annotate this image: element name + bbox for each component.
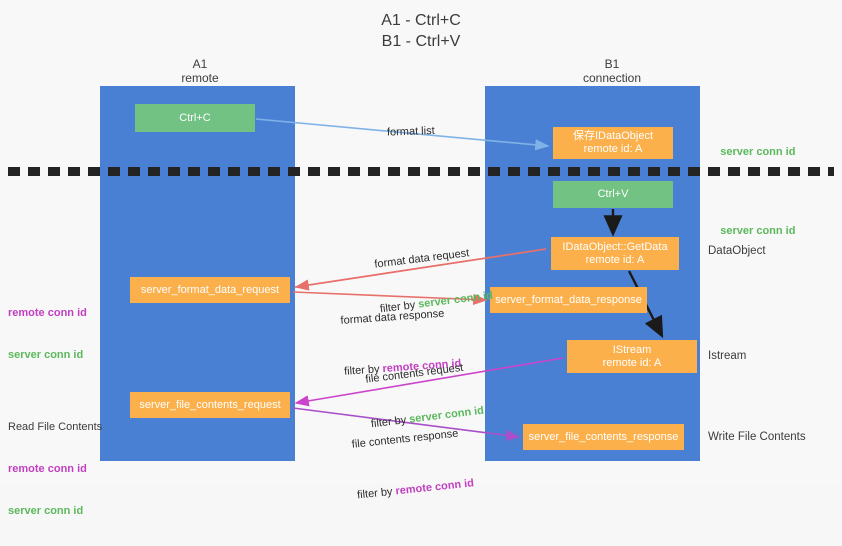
note-format-conn-ids: remote conn id server conn id [8, 278, 87, 390]
note-file-remote-conn-id: remote conn id [8, 463, 87, 475]
diagram-canvas: A1 - Ctrl+C B1 - Ctrl+V A1 remote B1 con… [8, 12, 834, 517]
box-save-idataobject-line1: 保存IDataObject [572, 130, 654, 142]
box-idataobject-getdata[interactable]: IDataObject::GetData remote id: A [551, 237, 679, 270]
box-istream-line2: remote id: A [602, 356, 662, 369]
phase-separator [8, 167, 834, 176]
filter-key-remote-conn-id: remote conn id [394, 477, 475, 498]
box-server-format-data-request-label: server_format_data_request [140, 283, 280, 296]
note-istream: Istream [708, 350, 747, 362]
box-istream[interactable]: IStream remote id: A [567, 340, 697, 373]
note-format-remote-conn-id: remote conn id [8, 307, 87, 319]
box-server-format-data-request[interactable]: server_format_data_request [130, 277, 290, 303]
arrow-label-file-contents-response: file contents response filter by remote … [348, 396, 478, 534]
page-title: A1 - Ctrl+C B1 - Ctrl+V [381, 12, 461, 50]
box-server-file-contents-response-label: server_file_contents_response [528, 430, 679, 443]
box-ctrl-v[interactable]: Ctrl+V [553, 181, 673, 208]
note-dataobject: DataObject [708, 245, 766, 257]
box-save-idataobject[interactable]: 保存IDataObject remote id: A [553, 127, 673, 159]
box-server-format-data-response[interactable]: server_format_data_response [490, 287, 647, 313]
note-file-conn-ids: Read File Contents remote conn id server… [8, 392, 102, 546]
arrow-label-file-contents-request-line1: file contents request [364, 361, 464, 386]
box-getdata-line2: remote id: A [585, 253, 645, 266]
box-save-idataobject-line2: remote id: A [583, 143, 643, 155]
box-ctrl-c-label: Ctrl+C [179, 111, 211, 124]
arrow-label-format-data-response-line1: format data response [340, 307, 445, 327]
box-server-file-contents-request[interactable]: server_file_contents_request [130, 392, 290, 418]
box-ctrl-c[interactable]: Ctrl+C [135, 104, 255, 132]
column-header-a1: A1 remote [181, 57, 219, 85]
box-istream-line1: IStream [612, 343, 652, 356]
box-server-file-contents-response[interactable]: server_file_contents_response [523, 424, 684, 450]
arrow-label-file-contents-response-line1: file contents response [351, 427, 459, 451]
arrow-label-format-list-text: format list [386, 124, 435, 139]
note-write-file-contents: Write File Contents [708, 431, 806, 443]
note-file-server-conn-id: server conn id [8, 505, 84, 517]
filter-prefix: filter by [356, 485, 397, 502]
note-format-server-conn-id: server conn id [8, 349, 84, 361]
note-server-conn-id-top-text: server conn id [720, 146, 796, 158]
arrow-label-format-data-request-line1: format data request [373, 247, 470, 271]
box-server-file-contents-request-label: server_file_contents_request [139, 398, 281, 411]
column-header-b1: B1 connection [582, 57, 642, 85]
box-server-format-data-response-label: server_format_data_response [495, 293, 642, 306]
arrow-label-file-contents-response-filter: filter by remote conn id [356, 476, 475, 503]
note-server-conn-id-top: server conn id [708, 131, 795, 173]
box-getdata-line1: IDataObject::GetData [562, 240, 668, 253]
note-read-file-contents: Read File Contents [8, 421, 103, 433]
box-ctrl-v-label: Ctrl+V [597, 188, 629, 200]
note-server-conn-id-mid: server conn id [708, 210, 795, 252]
note-server-conn-id-mid-text: server conn id [720, 225, 796, 237]
arrow-label-format-list: format list [374, 109, 435, 156]
